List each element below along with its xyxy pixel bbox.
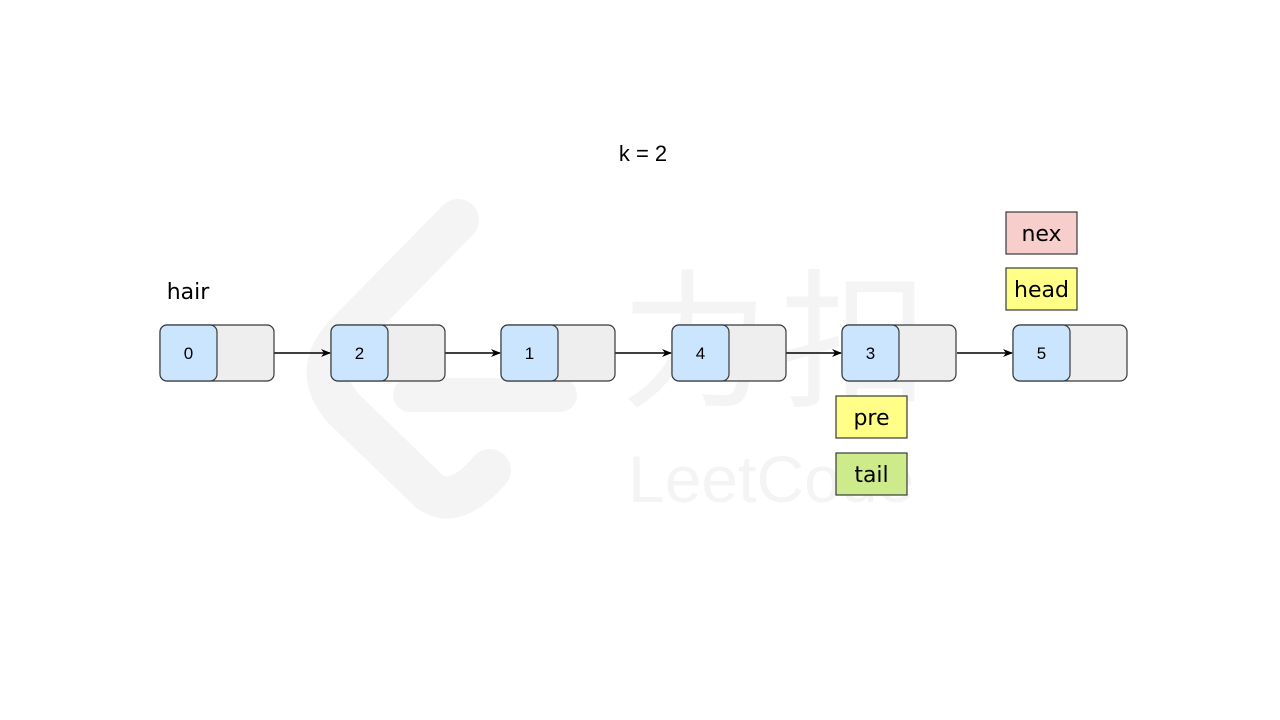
node-value: 2 xyxy=(355,344,364,363)
tag-pre-box xyxy=(835,395,908,439)
node-2: 1 xyxy=(500,324,616,382)
tag-pre-label: pre xyxy=(853,406,889,431)
node-value: 4 xyxy=(696,344,705,363)
node-value: 5 xyxy=(1037,344,1046,363)
node-value-cell xyxy=(159,324,218,382)
node-5: 5 xyxy=(1012,324,1128,382)
tag-head: head xyxy=(1005,267,1078,311)
tag-nex: nex xyxy=(1005,211,1078,255)
hair-label: hair xyxy=(167,280,211,305)
node-value-cell xyxy=(330,324,389,382)
node-3: 4 xyxy=(671,324,787,382)
node-value: 1 xyxy=(525,344,534,363)
node-value: 3 xyxy=(866,344,875,363)
node-value: 0 xyxy=(184,344,193,363)
tag-tail-label: tail xyxy=(854,463,888,488)
node-value-cell xyxy=(1012,324,1071,382)
tag-head-label: head xyxy=(1014,278,1069,303)
tag-nex-label: nex xyxy=(1021,222,1061,247)
node-value-cell xyxy=(500,324,559,382)
node-value-cell xyxy=(841,324,900,382)
node-1: 2 xyxy=(330,324,446,382)
node-4: 3 xyxy=(841,324,957,382)
tag-pre: pre xyxy=(835,395,908,439)
node-0: 0 xyxy=(159,324,275,382)
tag-head-box xyxy=(1005,267,1078,311)
node-value-cell xyxy=(671,324,730,382)
tag-tail-box xyxy=(835,452,908,496)
tag-tail: tail xyxy=(835,452,908,496)
page-title: k = 2 xyxy=(619,141,667,166)
tag-nex-box xyxy=(1005,211,1078,255)
